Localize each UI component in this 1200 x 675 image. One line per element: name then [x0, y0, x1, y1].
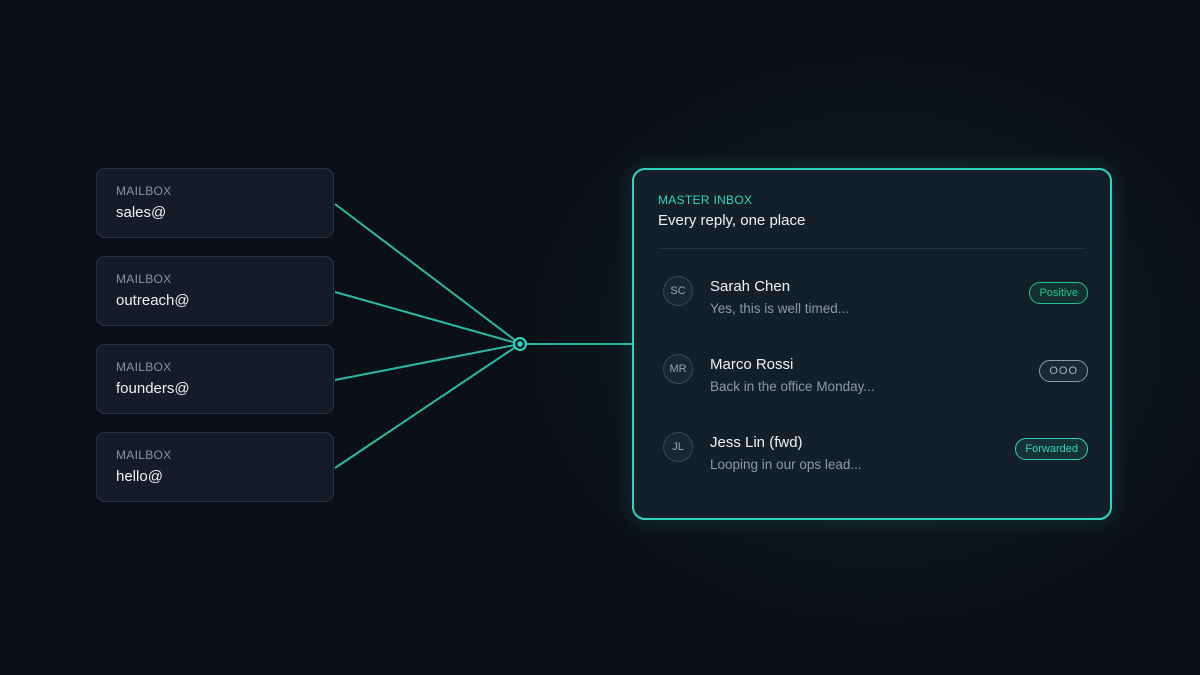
message-preview: Back in the office Monday... — [710, 379, 875, 394]
mailbox-address: founders@ — [116, 380, 190, 397]
mailbox-address: sales@ — [116, 204, 167, 221]
mailbox-card-outreach[interactable]: MAILBOX outreach@ — [96, 256, 334, 326]
inbox-title: Every reply, one place — [658, 212, 806, 229]
merge-node-core — [517, 341, 523, 347]
connector-line-founders — [334, 343, 521, 381]
message-sender: Sarah Chen — [710, 278, 791, 295]
connector-line-hello — [334, 343, 521, 469]
status-badge-forwarded: Forwarded — [1015, 438, 1088, 460]
message-preview: Looping in our ops lead... — [710, 457, 862, 472]
mailbox-address: hello@ — [116, 468, 163, 485]
message-sender: Marco Rossi — [710, 356, 794, 373]
connector-line-outreach — [334, 291, 521, 345]
mailbox-card-founders[interactable]: MAILBOX founders@ — [96, 344, 334, 414]
inbox-eyebrow: MASTER INBOX — [658, 193, 753, 207]
avatar: MR — [663, 354, 693, 384]
message-row-marco-rossi[interactable]: MR Marco Rossi Back in the office Monday… — [634, 350, 1110, 406]
message-preview: Yes, this is well timed... — [710, 301, 850, 316]
mailbox-label: MAILBOX — [116, 448, 172, 462]
mailbox-label: MAILBOX — [116, 272, 172, 286]
status-badge-ooo: OOO — [1039, 360, 1088, 382]
mailbox-address: outreach@ — [116, 292, 190, 309]
master-inbox-card: MASTER INBOX Every reply, one place SC S… — [632, 168, 1112, 520]
mailbox-card-hello[interactable]: MAILBOX hello@ — [96, 432, 334, 502]
message-row-sarah-chen[interactable]: SC Sarah Chen Yes, this is well timed...… — [634, 272, 1110, 328]
message-row-jess-lin[interactable]: JL Jess Lin (fwd) Looping in our ops lea… — [634, 428, 1110, 484]
avatar: SC — [663, 276, 693, 306]
status-badge-positive: Positive — [1029, 282, 1088, 304]
message-sender: Jess Lin (fwd) — [710, 434, 803, 451]
mailbox-label: MAILBOX — [116, 360, 172, 374]
mailbox-label: MAILBOX — [116, 184, 172, 198]
connector-line-sales — [334, 203, 521, 345]
avatar: JL — [663, 432, 693, 462]
mailbox-card-sales[interactable]: MAILBOX sales@ — [96, 168, 334, 238]
inbox-divider — [658, 248, 1086, 249]
